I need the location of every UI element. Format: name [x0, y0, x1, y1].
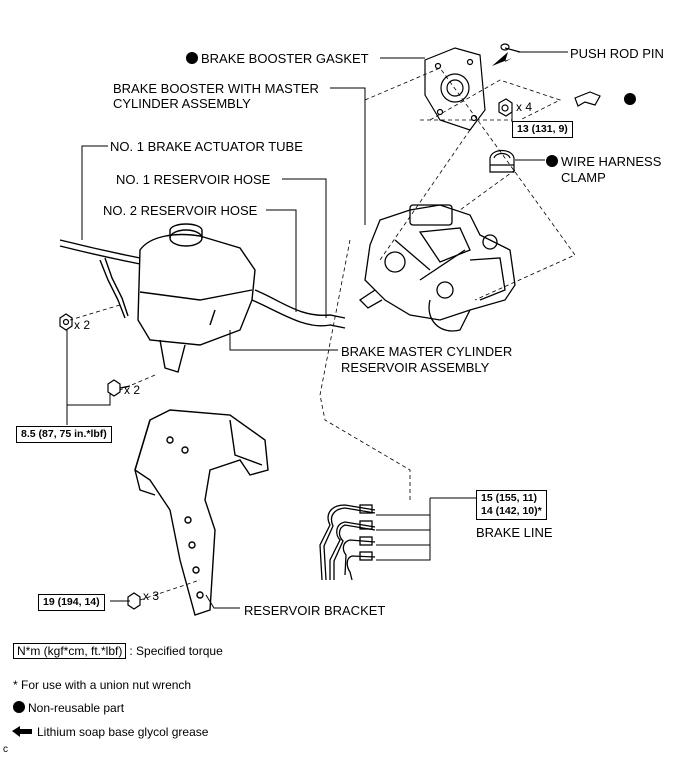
booster-assembly-label-line1: BRAKE BOOSTER WITH MASTER: [113, 81, 319, 96]
non-reusable-legend: Non-reusable part: [13, 701, 124, 715]
torque-legend-desc: : Specified torque: [129, 644, 223, 658]
wire-harness-clamp-label-line1: WIRE HARNESS: [546, 154, 661, 169]
lower-bolt-quantity: x 2: [124, 383, 141, 397]
reservoir-bracket-label: RESERVOIR BRACKET: [244, 603, 386, 618]
grease-legend: Lithium soap base glycol grease: [37, 725, 209, 739]
brake-booster-gasket-label: BRAKE BOOSTER GASKET: [186, 51, 369, 66]
booster-nut-quantity: x 4: [516, 100, 533, 114]
brake-line-label: BRAKE LINE: [476, 525, 553, 540]
non-reusable-marker-icon: [186, 52, 198, 64]
reservoir-assembly-label-line1: BRAKE MASTER CYLINDER: [341, 344, 513, 359]
non-reusable-marker-icon: [546, 155, 558, 167]
torque-legend: N*m (kgf*cm, ft.*lbf): Specified torque: [13, 643, 223, 659]
reservoir-assembly-label-line2: RESERVOIR ASSEMBLY: [341, 360, 490, 375]
wire-harness-clamp-label-line2: CLAMP: [561, 170, 606, 185]
torque-box-brake-line: 15 (155, 11)14 (142, 10)*: [476, 490, 547, 520]
corner-code: C: [3, 744, 8, 755]
torque-brake-line-14: 14 (142, 10)*: [481, 505, 542, 517]
non-reusable-legend-icon: [13, 701, 25, 713]
reservoir-hose-1-label: NO. 1 RESERVOIR HOSE: [116, 172, 271, 187]
torque-box-19: 19 (194, 14): [38, 594, 105, 611]
bracket-bolt-quantity: x 3: [143, 589, 160, 603]
torque-box-13: 13 (131, 9): [512, 121, 573, 138]
union-nut-note: * For use with a union nut wrench: [13, 678, 192, 692]
reservoir-hose-2-label: NO. 2 RESERVOIR HOSE: [103, 203, 258, 218]
booster-assembly-label-line2: CYLINDER ASSEMBLY: [113, 96, 251, 111]
push-rod-clip-non-reusable-marker-icon: [624, 93, 636, 105]
torque-unit-box: N*m (kgf*cm, ft.*lbf): [13, 643, 127, 659]
actuator-tube-label: NO. 1 BRAKE ACTUATOR TUBE: [110, 139, 303, 154]
upper-nut-quantity: x 2: [74, 318, 91, 332]
torque-brake-line-15: 15 (155, 11): [481, 492, 538, 504]
torque-box-8-5: 8.5 (87, 75 in.*lbf): [16, 426, 112, 443]
push-rod-pin-label: PUSH ROD PIN: [570, 46, 664, 61]
